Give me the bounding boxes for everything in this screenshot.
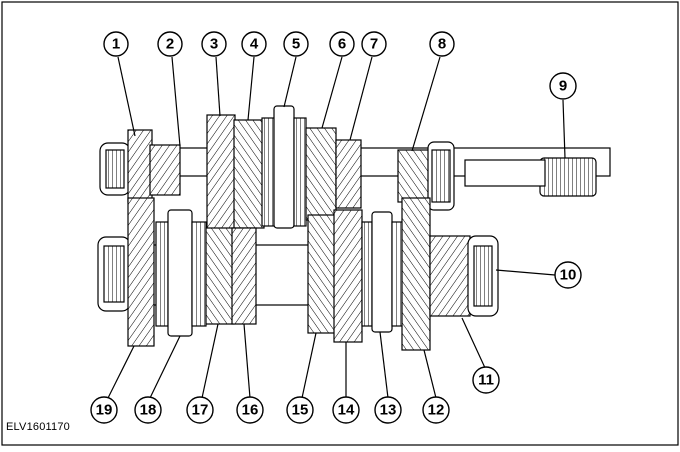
gear-12 xyxy=(401,197,431,351)
svg-text:18: 18 xyxy=(140,402,157,419)
svg-text:5: 5 xyxy=(292,36,300,53)
svg-text:4: 4 xyxy=(250,36,259,53)
gear-19 xyxy=(127,197,155,347)
gear-6 xyxy=(305,127,337,221)
lower-right-bearing-rollers xyxy=(473,245,493,307)
synchro-18-ring-b xyxy=(191,221,207,327)
callout-16: 16 xyxy=(236,396,264,424)
svg-text:1: 1 xyxy=(112,36,120,53)
svg-text:9: 9 xyxy=(559,78,567,95)
svg-text:7: 7 xyxy=(370,36,378,53)
lower-left-bearing-rollers xyxy=(103,245,125,303)
svg-text:13: 13 xyxy=(380,402,397,419)
svg-text:11: 11 xyxy=(478,372,494,389)
lower-shaft xyxy=(97,197,499,351)
gear-17 xyxy=(205,227,235,325)
svg-text:8: 8 xyxy=(438,36,446,53)
gear-3 xyxy=(206,114,236,231)
svg-text:10: 10 xyxy=(560,267,577,284)
gear-11 xyxy=(429,235,471,317)
synchro-5-ring xyxy=(293,117,307,227)
input-bearing-rollers xyxy=(105,149,125,189)
callout-5: 5 xyxy=(283,31,309,57)
synchro-4-ring xyxy=(261,117,275,227)
callout-14: 14 xyxy=(332,396,360,424)
callout-10: 10 xyxy=(554,261,582,289)
gear-4 xyxy=(233,119,265,229)
svg-text:19: 19 xyxy=(96,402,113,419)
output-spline xyxy=(539,157,597,197)
callout-6: 6 xyxy=(329,31,355,57)
gear-8 xyxy=(397,149,431,203)
synchro-sleeve-5 xyxy=(273,105,295,229)
callout-4: 4 xyxy=(241,31,267,57)
svg-text:14: 14 xyxy=(338,402,355,419)
callout-19: 19 xyxy=(90,396,118,424)
callout-15: 15 xyxy=(286,396,314,424)
svg-text:15: 15 xyxy=(292,402,309,419)
output-shaft-section xyxy=(464,159,546,187)
callout-17: 17 xyxy=(186,396,214,424)
svg-text:16: 16 xyxy=(242,402,259,419)
callout-18: 18 xyxy=(134,396,162,424)
callout-1: 1 xyxy=(103,31,129,57)
callout-12: 12 xyxy=(422,396,450,424)
input-gear-2 xyxy=(149,144,181,196)
svg-text:12: 12 xyxy=(428,402,445,419)
svg-text:2: 2 xyxy=(166,36,174,53)
synchro-18-ring-a xyxy=(155,221,169,327)
callout-13: 13 xyxy=(374,396,402,424)
svg-text:6: 6 xyxy=(338,36,346,53)
callout-2: 2 xyxy=(157,31,183,57)
upper-shaft xyxy=(99,105,611,231)
svg-text:17: 17 xyxy=(192,402,209,419)
callout-8: 8 xyxy=(429,31,455,57)
gear-7 xyxy=(335,139,362,209)
synchro-13-ring-b xyxy=(391,221,403,327)
synchro-sleeve-18 xyxy=(167,209,193,337)
input-gear-1 xyxy=(127,129,153,203)
svg-text:3: 3 xyxy=(210,36,218,53)
gear-16 xyxy=(231,227,257,325)
output-bearing-rollers xyxy=(431,149,451,203)
figure-reference-code: ELV1601170 xyxy=(6,421,70,433)
callout-3: 3 xyxy=(201,31,227,57)
callout-9: 9 xyxy=(549,72,577,100)
synchro-13-ring-a xyxy=(361,221,373,327)
synchro-sleeve-13 xyxy=(371,211,393,333)
callout-11: 11 xyxy=(472,366,500,394)
callout-7: 7 xyxy=(361,31,387,57)
leader-lines xyxy=(107,56,566,399)
gear-15 xyxy=(307,214,337,334)
gear-14 xyxy=(333,209,363,343)
